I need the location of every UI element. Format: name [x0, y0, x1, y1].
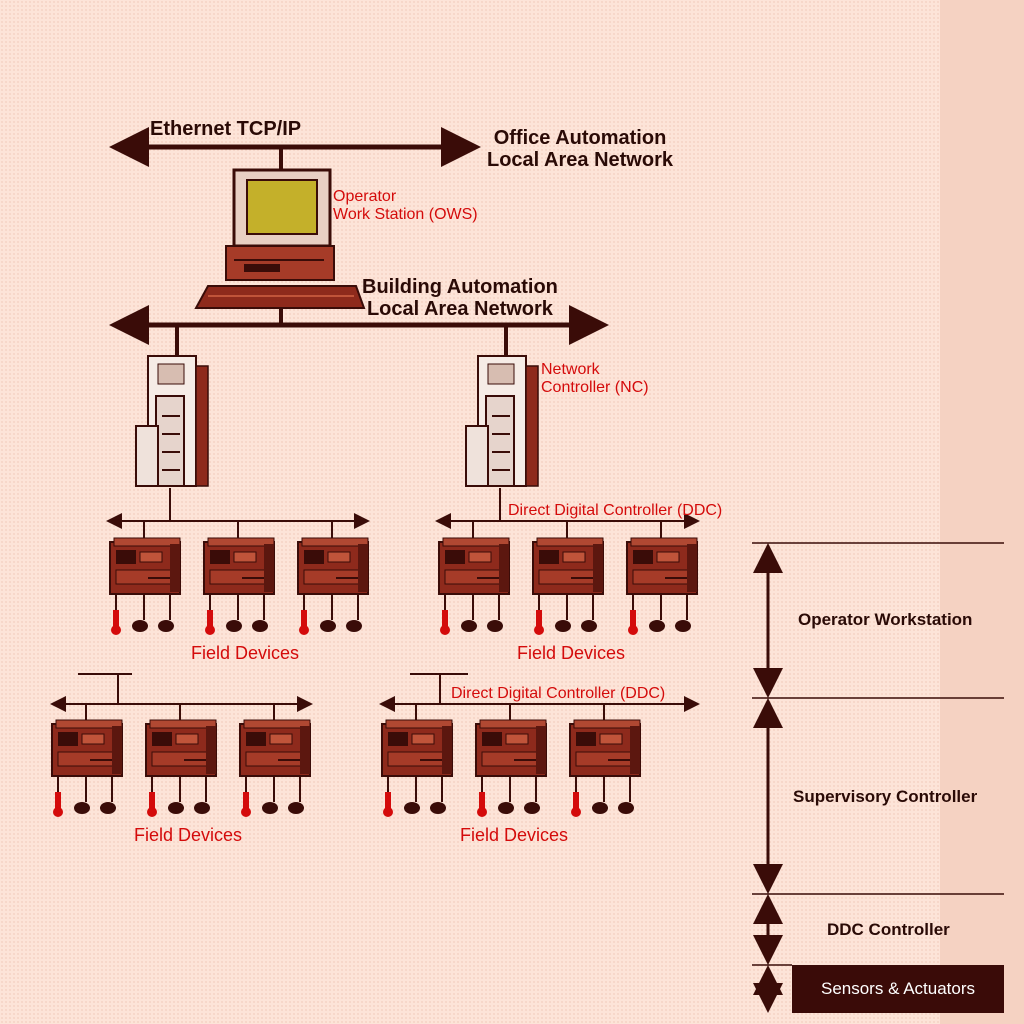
sensor-icon: [168, 802, 184, 814]
sensor-icon: [74, 802, 90, 814]
thermometer-icon: [385, 792, 391, 810]
computer-icon: [225, 168, 335, 281]
sensor-icon: [524, 802, 540, 814]
right-background-band: [940, 0, 1024, 1024]
tier-supervisory-controller: Supervisory Controller: [793, 787, 978, 806]
field-devices-label: Field Devices: [134, 825, 243, 845]
thermometer-bulb: [571, 807, 581, 817]
sensor-icon: [346, 620, 362, 632]
tier-scale: [752, 542, 1004, 1013]
thermometer-icon: [301, 610, 307, 628]
sensor-icon: [262, 802, 278, 814]
thermometer-icon: [207, 610, 213, 628]
sensor-icon: [461, 620, 477, 632]
thermometer-icon: [113, 610, 119, 628]
ddc-controller-icon: [532, 537, 604, 595]
thermometer-icon: [442, 610, 448, 628]
thermometer-icon: [630, 610, 636, 628]
thermometer-icon: [149, 792, 155, 810]
tier-ddc-controller: DDC Controller: [827, 920, 950, 939]
thermometer-bulb: [534, 625, 544, 635]
sensor-icon: [100, 802, 116, 814]
sensor-icon: [288, 802, 304, 814]
ddc-controller-icon: [626, 537, 698, 595]
sensor-icon: [618, 802, 634, 814]
keyboard-icon: [194, 285, 366, 309]
ddc-controller-icon: [475, 719, 547, 777]
ddc-controller-icon: [109, 537, 181, 595]
tier-operator-workstation: Operator Workstation: [798, 610, 973, 629]
thermometer-bulb: [53, 807, 63, 817]
ddc-controller-icon: [438, 537, 510, 595]
thermometer-bulb: [628, 625, 638, 635]
field-devices-label: Field Devices: [191, 643, 300, 663]
ddc-label-lower: Direct Digital Controller (DDC): [451, 685, 666, 702]
thermometer-icon: [243, 792, 249, 810]
ddc-controller-icon: [381, 719, 453, 777]
thermometer-bulb: [383, 807, 393, 817]
thermometer-bulb: [111, 625, 121, 635]
office-lan-line2: Local Area Network: [487, 149, 673, 171]
tier-sensors-actuators: Sensors & Actuators: [792, 965, 1004, 1013]
sensor-icon: [649, 620, 665, 632]
thermometer-bulb: [477, 807, 487, 817]
building-lan-label: Building Automation Local Area Network: [362, 276, 558, 320]
thermometer-icon: [573, 792, 579, 810]
sensor-icon: [498, 802, 514, 814]
thermometer-bulb: [241, 807, 251, 817]
sensor-icon: [194, 802, 210, 814]
nc-label-line2: Controller (NC): [541, 378, 649, 396]
ddc-controller-icon: [145, 719, 217, 777]
network-controller-icon: [465, 355, 539, 487]
office-lan-label: Office Automation Local Area Network: [487, 127, 673, 171]
field-devices-label: Field Devices: [517, 643, 626, 663]
sensor-icon: [320, 620, 336, 632]
ddc-label-upper: Direct Digital Controller (DDC): [508, 502, 723, 519]
nc-label-line1: Network: [541, 361, 600, 378]
field-devices-label: Field Devices: [460, 825, 569, 845]
ows-label: Operator Work Station (OWS): [333, 188, 478, 223]
building-lan-line1: Building Automation: [362, 276, 558, 298]
sensor-icon: [404, 802, 420, 814]
ddc-controller-icon: [51, 719, 123, 777]
ddc-controller-icon: [239, 719, 311, 777]
ddc-controller-icon: [203, 537, 275, 595]
sensor-icon: [581, 620, 597, 632]
sensor-icon: [555, 620, 571, 632]
building-lan-line2: Local Area Network: [366, 298, 553, 320]
sensor-icon: [132, 620, 148, 632]
ows-label-line1: Operator: [333, 188, 397, 205]
thermometer-icon: [536, 610, 542, 628]
thermometer-bulb: [147, 807, 157, 817]
sensor-icon: [487, 620, 503, 632]
ddc-controller-icon: [569, 719, 641, 777]
thermometer-icon: [479, 792, 485, 810]
thermometer-bulb: [299, 625, 309, 635]
sensor-icon: [592, 802, 608, 814]
sensor-icon: [158, 620, 174, 632]
sensor-icon: [252, 620, 268, 632]
thermometer-bulb: [205, 625, 215, 635]
ows-label-line2: Work Station (OWS): [333, 205, 478, 223]
nc-label: Network Controller (NC): [541, 361, 649, 396]
thermometer-bulb: [440, 625, 450, 635]
ethernet-label: Ethernet TCP/IP: [150, 118, 302, 140]
ddc-controller-icon: [297, 537, 369, 595]
thermometer-icon: [55, 792, 61, 810]
office-lan-line1: Office Automation: [493, 127, 667, 149]
sensor-icon: [226, 620, 242, 632]
network-controller-icon: [135, 355, 209, 487]
sensor-icon: [430, 802, 446, 814]
sensor-icon: [675, 620, 691, 632]
